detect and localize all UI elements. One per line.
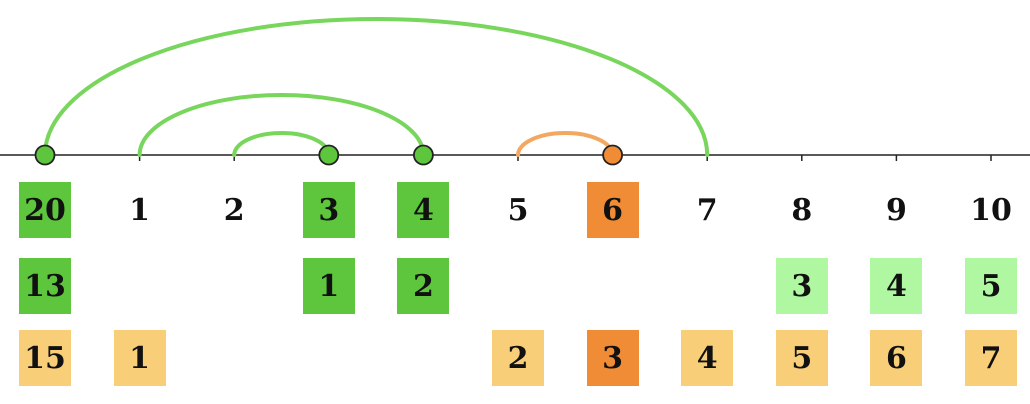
orange-sequence-cell: 7 (965, 330, 1017, 386)
connection-arc (43, 17, 710, 157)
connection-arc (232, 131, 331, 157)
connection-arc (516, 131, 615, 157)
position-label: 8 (791, 192, 813, 228)
position-label: 4 (397, 182, 450, 238)
orange-sequence-cell: 2 (492, 330, 544, 386)
connection-arc (137, 93, 426, 157)
position-label: 20 (19, 182, 71, 238)
green-sequence-cell: 3 (775, 258, 828, 314)
position-node (34, 144, 56, 166)
orange-sequence-cell: 1 (113, 330, 166, 386)
position-label: 9 (885, 192, 907, 228)
green-sequence-cell: 1 (302, 258, 355, 314)
position-label: 3 (302, 182, 355, 238)
green-sequence-cell: 5 (965, 258, 1017, 314)
orange-sequence-cell: 3 (586, 330, 639, 386)
position-label: 10 (970, 192, 1012, 228)
position-node (412, 144, 434, 166)
position-label: 7 (696, 192, 718, 228)
orange-sequence-cell: 5 (775, 330, 828, 386)
position-node (602, 144, 623, 166)
orange-sequence-cell: 6 (870, 330, 923, 386)
position-label: 2 (223, 192, 245, 228)
green-sequence-cell: 4 (870, 258, 923, 314)
position-label: 6 (586, 182, 639, 238)
green-sequence-cell: 2 (397, 258, 450, 314)
position-node (318, 144, 340, 166)
green-sequence-cell: 13 (19, 258, 71, 314)
position-label: 1 (129, 192, 151, 228)
orange-sequence-cell: 15 (19, 330, 71, 386)
orange-sequence-cell: 4 (681, 330, 734, 386)
position-label: 5 (507, 192, 529, 228)
